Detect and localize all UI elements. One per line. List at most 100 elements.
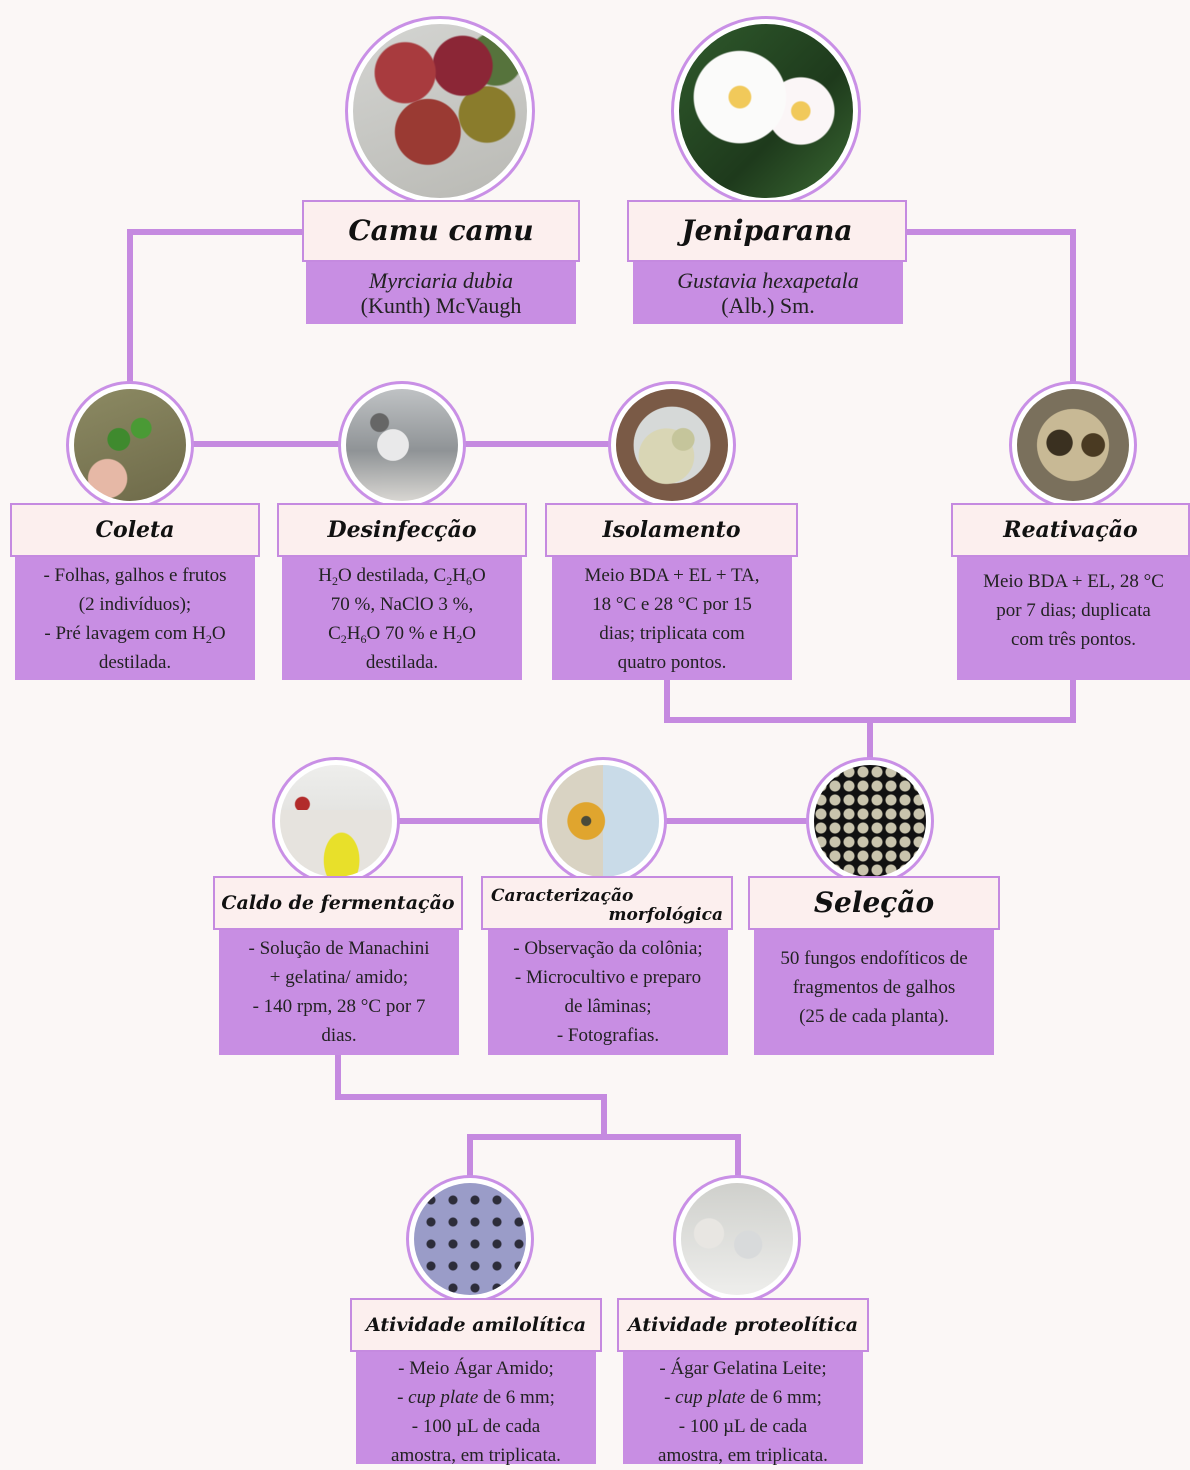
selecao-line-3: (25 de cada planta). [799,1006,949,1027]
desinfeccao-title-text: Desinfecção [327,517,477,543]
proteolitica-description: - Ágar Gelatina Leite; - cup plate de 6 … [623,1352,863,1466]
connector-camu-coleta [127,229,302,390]
selecao-line-2: fragmentos de galhos [792,977,956,998]
desinfeccao-line-2: 70 %, NaClO 3 %, [330,594,474,615]
connector-isol-reat-selecao [664,680,1076,723]
branch-collection-photo [74,389,186,501]
camu-camu-species: Myrciaria dubia [369,268,513,293]
text: H [318,565,333,586]
caracterizacao-title: Caracterização morfológica [481,876,733,930]
proteolitica-title-text: Atividade proteolítica [627,1313,859,1336]
text: - [664,1387,676,1408]
proteolytic-lab-photo [681,1183,793,1295]
camu-camu-authority: (Kunth) McVaugh [360,293,522,318]
text: C [328,623,341,644]
connector-jeni-reativacao [905,229,1076,385]
caracterizacao-photo-frame [539,757,667,885]
text: cup plate [675,1387,746,1408]
proteolitica-line-1: - Ágar Gelatina Leite; [659,1358,827,1379]
proteolitica-photo-frame [673,1175,801,1303]
coleta-photo-frame [66,381,194,509]
reativacao-line-2: por 7 dias; duplicata [996,600,1151,621]
text: O [471,565,486,586]
caldo-title-text: Caldo de fermentação [221,891,455,914]
jeniparana-title: Jeniparana [627,200,907,262]
desinfeccao-line-1: H2O destilada, C2H6O [288,561,516,590]
amilolitica-line-1: - Meio Ágar Amido; [398,1358,554,1379]
laboratory-photo [346,389,458,501]
amilolitica-line-4: amostra, em triplicata. [391,1445,561,1466]
camu-camu-photo-frame [345,16,535,206]
amilolitica-description: - Meio Ágar Amido; - cup plate de 6 mm; … [356,1352,596,1466]
reativacao-line-1: Meio BDA + EL, 28 °C [983,571,1164,592]
selecao-title: Seleção [748,876,1000,930]
amylolytic-plate-photo [414,1183,526,1295]
isolamento-description: Meio BDA + EL + TA, 18 °C e 28 °C por 15… [552,557,792,680]
desinfeccao-line-4: destilada. [365,652,439,673]
desinfeccao-title: Desinfecção [277,503,527,557]
coleta-description: - Folhas, galhos e frutos (2 indivíduos)… [15,557,255,680]
proteolitica-line-3: - 100 µL de cada [678,1416,808,1437]
coleta-line-1: - Folhas, galhos e frutos [43,565,227,586]
amilolitica-title-text: Atividade amilolítica [365,1313,587,1336]
fermentation-flask-photo [280,765,392,877]
connector-caldo-atividades [335,1055,607,1180]
camu-camu-fruits-photo [353,24,527,198]
connector-to-proteolitica [604,1134,741,1180]
jeniparana-species-box: Gustavia hexapetala (Alb.) Sm. [633,262,903,324]
petri-dish-isolation-photo [616,389,728,501]
subscript: 6 [465,574,472,588]
text: de 6 mm; [745,1387,822,1408]
caldo-line-1: - Solução de Manachini [248,938,430,959]
reativacao-description: Meio BDA + EL, 28 °C por 7 dias; duplica… [957,557,1190,680]
caldo-line-4: dias. [321,1025,357,1046]
caracterizacao-title-line-1: Caracterização [491,886,634,906]
amilolitica-photo-frame [406,1175,534,1303]
caldo-description: - Solução de Manachini + gelatina/ amido… [219,930,459,1055]
isolamento-line-3: dias; triplicata com [599,623,745,644]
selecao-title-text: Seleção [813,886,935,919]
proteolitica-title: Atividade proteolítica [617,1298,869,1352]
caracterizacao-line-2: - Microcultivo e preparo [514,967,702,988]
subscript: 2 [205,632,212,646]
coleta-title: Coleta [10,503,260,557]
amilolitica-line-2: - cup plate de 6 mm; [362,1383,590,1412]
fungal-colony-photo [547,765,659,877]
text: - [397,1387,409,1408]
reactivated-culture-photo [1017,389,1129,501]
text: O destilada, C [338,565,447,586]
reativacao-photo-frame [1009,381,1137,509]
jeniparana-authority: (Alb.) Sm. [721,293,815,318]
caracterizacao-line-1: - Observação da colônia; [513,938,703,959]
text: H [346,623,361,644]
jeniparana-species: Gustavia hexapetala [677,268,859,293]
desinfeccao-description: H2O destilada, C2H6O 70 %, NaClO 3 %, C2… [282,557,522,680]
text: de 6 mm; [478,1387,555,1408]
subscript: 2 [332,574,339,588]
text: cup plate [408,1387,479,1408]
culture-plates-grid-photo [814,765,926,877]
proteolitica-line-4: amostra, em triplicata. [658,1445,828,1466]
coleta-line-3: - Pré lavagem com H2O [44,623,226,646]
coleta-line-4: destilada. [98,652,172,673]
isolamento-line-2: 18 °C e 28 °C por 15 [592,594,752,615]
camu-camu-species-box: Myrciaria dubia (Kunth) McVaugh [306,262,576,324]
selecao-photo-frame [806,757,934,885]
isolamento-title-text: Isolamento [602,517,741,543]
text: O [462,623,476,644]
caracterizacao-line-3: de lâminas; [564,996,652,1017]
reativacao-line-3: com três pontos. [1010,629,1137,650]
isolamento-title: Isolamento [545,503,798,557]
caracterizacao-title-line-2: morfológica [608,905,723,925]
isolamento-photo-frame [608,381,736,509]
coleta-line-2: (2 indivíduos); [78,594,192,615]
caldo-title: Caldo de fermentação [213,876,463,930]
text: O 70 % e H [366,623,457,644]
coleta-title-text: Coleta [95,517,175,543]
reativacao-title: Reativação [951,503,1190,557]
jeniparana-photo-frame [671,16,861,206]
camu-camu-title-text: Camu camu [348,214,534,247]
subscript: 2 [456,632,463,646]
